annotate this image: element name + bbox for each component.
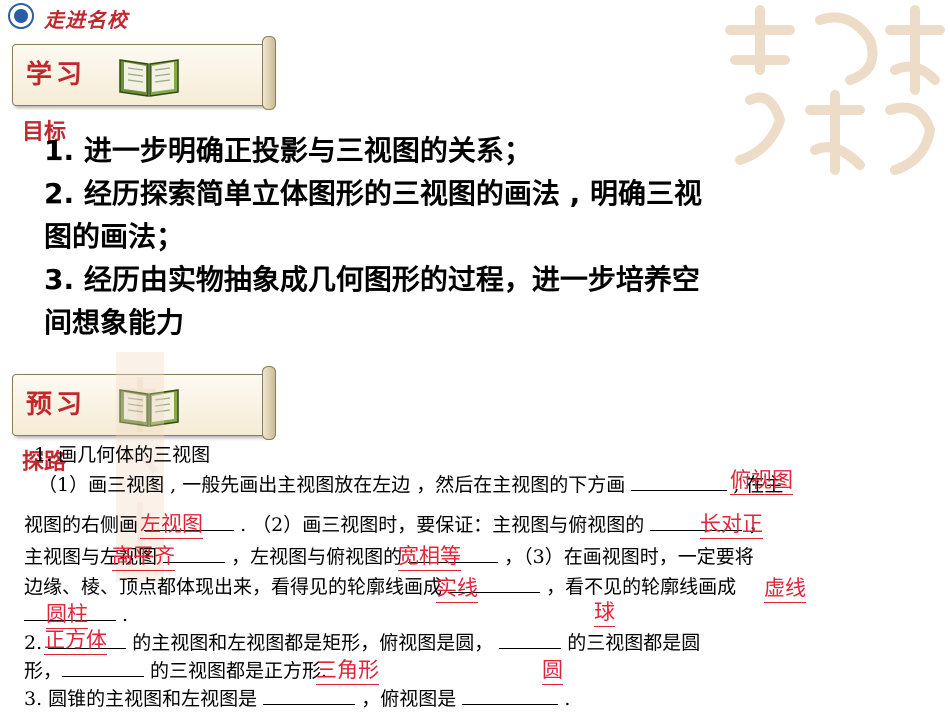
logo-emblem-icon: [8, 3, 34, 29]
section-sublabel-explore: 探路: [22, 450, 67, 475]
answer-top-view: 俯视图: [730, 464, 793, 495]
answer-sphere: 球: [594, 596, 615, 627]
text: . （2）画三视图时，要保证：主视图与俯视图的: [234, 514, 651, 536]
banner-label: 预习: [26, 390, 87, 420]
text: （1）画三视图 , 一般先画出主视图放在左边 ，然后在主视图的下方画: [38, 474, 632, 496]
text: 的主视图和左视图都是矩形，俯视图是圆，: [126, 632, 500, 654]
blank-10: [62, 660, 145, 677]
text: .: [116, 604, 129, 626]
body-line-4: 主视图与左视图 ，左视图与俯视图的 ，（3）在画视图时，一定要将: [24, 546, 754, 568]
text: ，（3）在画视图时，一定要将: [498, 546, 754, 568]
text: ，俯视图是: [355, 688, 463, 710]
blank-4: [163, 546, 226, 563]
text: 主视图与左视图: [24, 546, 164, 568]
answer-high-level: 高平齐: [112, 540, 175, 571]
answer-wide-equal: 宽相等: [398, 540, 461, 571]
logo-text: 走进名校: [44, 8, 128, 32]
body-line-6: .: [24, 604, 128, 626]
text: .: [558, 688, 571, 710]
decorative-ribbon-watermark: [116, 352, 164, 582]
scroll-curl: [262, 366, 276, 440]
blank-6: [448, 576, 541, 593]
body-line-1: 1. 画几何体的三视图: [34, 444, 211, 466]
goal-line-5: 间想象能力: [44, 306, 185, 339]
answer-triangle: 三角形: [316, 654, 379, 685]
section-sublabel-goal: 目标: [22, 120, 67, 145]
body-line-2: （1）画三视图 , 一般先画出主视图放在左边 ，然后在主视图的下方画 , 在主: [38, 474, 783, 496]
body-line-7: 2. 的主视图和左视图都是矩形，俯视图是圆， 的三视图都是圆: [24, 632, 700, 654]
banner-label: 学习: [26, 60, 87, 90]
text: 2.: [24, 632, 49, 654]
text: ，: [742, 514, 768, 536]
blank-1: [631, 474, 728, 491]
answer-cube: 正方体: [44, 624, 107, 655]
body-line-9: 3. 圆锥的主视图和左视图是 ，俯视图是 .: [24, 688, 570, 710]
goal-line-2: 2. 经历探索简单立体图形的三视图的画法 , 明确三视: [44, 177, 703, 210]
body-line-5: 边缘、棱、顶点都体现出来，看得见的轮廓线画成 ，看不见的轮廓线画成: [24, 576, 736, 598]
blank-9: [499, 632, 562, 649]
answer-dashed-line: 虚线: [764, 572, 806, 603]
text: 的三视图都是圆: [561, 632, 701, 654]
text: ，左视图与俯视图的: [225, 546, 409, 568]
answer-circle: 圆: [542, 654, 563, 685]
blank-11: [263, 688, 356, 705]
blank-12: [462, 688, 559, 705]
scroll-curl: [262, 36, 276, 110]
goal-line-3: 图的画法；: [44, 220, 185, 253]
open-book-icon: [119, 59, 179, 97]
blank-3: [650, 514, 743, 531]
goal-line-1: 1. 进一步明确正投影与三视图的关系；: [44, 134, 532, 167]
text: 边缘、棱、顶点都体现出来，看得见的轮廓线画成: [24, 576, 449, 598]
logo-emblem-inner: [14, 9, 28, 23]
text: ，看不见的轮廓线画成: [540, 576, 737, 598]
body-line-3: 视图的右侧画 . （2）画三视图时，要保证：主视图与俯视图的 ，: [24, 514, 767, 536]
answer-solid-line: 实线: [436, 572, 478, 603]
body-line-8: 形， 的三视图都是正方形.: [24, 660, 327, 682]
answer-cylinder: 圆柱: [46, 598, 88, 629]
blank-7: [24, 604, 116, 621]
text: 形，: [24, 660, 63, 682]
text: 的三视图都是正方形.: [144, 660, 328, 682]
text: 视图的右侧画: [24, 514, 145, 536]
blank-8: [48, 632, 127, 649]
answer-left-view: 左视图: [140, 508, 203, 539]
decorative-calligraphy-watermark: [725, 5, 945, 175]
goal-line-4: 3. 经历由实物抽象成几何图形的过程，进一步培养空: [44, 263, 700, 296]
answer-long-align: 长对正: [700, 508, 763, 539]
blank-5: [408, 546, 499, 563]
section-banner-preview: 预习: [12, 366, 276, 440]
section-banner-study: 学习: [12, 36, 276, 110]
text: , 在主: [727, 474, 784, 496]
open-book-icon: [119, 389, 179, 427]
text: 3. 圆锥的主视图和左视图是: [24, 688, 264, 710]
blank-2: [144, 514, 235, 531]
